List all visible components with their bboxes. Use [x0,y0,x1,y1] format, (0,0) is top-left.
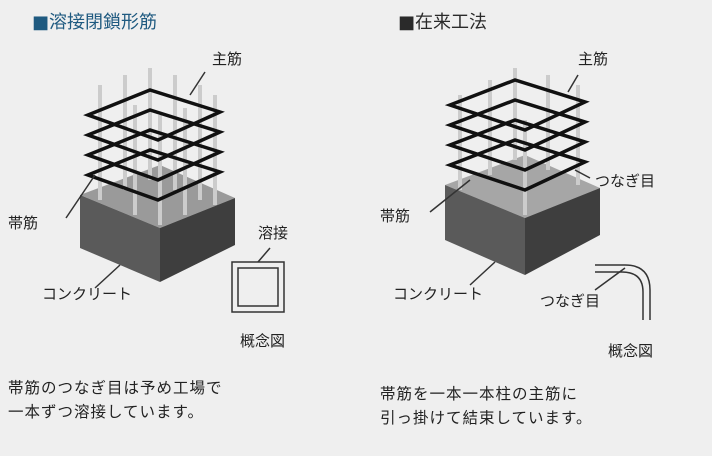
left-hoops [83,88,225,202]
left-concrete-label: コンクリート [42,285,133,303]
joint-label-2: つなぎ目 [540,292,601,310]
left-block-side [160,198,235,282]
right-main-rebar-label: 主筋 [578,50,609,68]
right-block-top [445,155,600,218]
left-title: ■溶接閉鎖形筋 [32,12,158,33]
weld-label: 溶接 [258,224,289,242]
right-column-figure [429,68,651,320]
right-block-front [445,185,525,275]
right-title: ■在来工法 [398,12,488,33]
right-concrete-label: コンクリート [393,285,484,303]
joint-label: つなぎ目 [595,172,656,190]
left-block-front [80,195,160,282]
right-description: 帯筋を一本一本柱の主筋に 引っ掛けて結束しています。 [380,385,593,427]
right-concept-sketch [429,74,651,320]
left-concept-label: 概念図 [240,332,286,350]
right-hoop-label: 帯筋 [380,207,411,225]
left-block-top [80,165,235,228]
left-concept-sketch [65,71,285,313]
right-concept-label: 概念図 [608,342,654,360]
right-block-side [525,188,600,275]
right-hoops [444,78,590,192]
left-column-figure [65,68,285,313]
left-description: 帯筋のつなぎ目は予め工場で 一本ずつ溶接しています。 [8,379,223,421]
left-hoop-label: 帯筋 [8,214,39,232]
left-main-rebar-label: 主筋 [212,50,243,68]
